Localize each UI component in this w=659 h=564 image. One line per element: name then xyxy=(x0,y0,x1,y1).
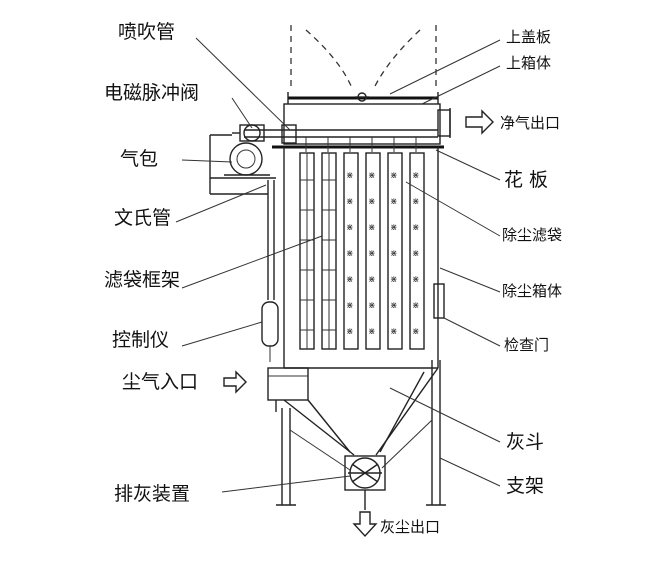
label-clean-outlet: 净气出口 xyxy=(500,114,560,132)
label-support: 支架 xyxy=(506,475,544,497)
label-dust-box: 除尘箱体 xyxy=(502,282,562,300)
label-filter-bag: 除尘滤袋 xyxy=(502,226,562,244)
air-bag-icon xyxy=(210,143,276,178)
inspection-door xyxy=(434,284,444,318)
label-blow-pipe: 喷吹管 xyxy=(118,21,175,43)
dust-inlet-duct xyxy=(268,368,308,412)
label-top-cover: 上盖板 xyxy=(506,28,551,46)
label-tube-sheet: 花 板 xyxy=(504,169,548,191)
label-dust-inlet: 尘气入口 xyxy=(122,371,198,393)
label-bag-frame: 滤袋框架 xyxy=(104,269,180,291)
solenoid-valve-icon xyxy=(232,125,264,141)
label-ash-outlet: 灰尘出口 xyxy=(380,518,440,536)
label-air-bag: 气包 xyxy=(120,148,158,170)
label-controller: 控制仪 xyxy=(112,329,169,351)
bag-frame xyxy=(300,153,336,349)
label-ash-discharge: 排灰装置 xyxy=(114,483,190,505)
labels-left: 喷吹管 电磁脉冲阀 气包 文氏管 滤袋框架 控制仪 尘气入口 排灰装置 xyxy=(104,21,199,505)
clean-outlet-arrow-icon xyxy=(466,111,493,133)
label-venturi: 文氏管 xyxy=(114,207,171,229)
label-solenoid-valve: 电磁脉冲阀 xyxy=(104,82,199,104)
svg-text:⋇⋇⋇⋇⋇⋇⋇ ⋇⋇⋇⋇⋇⋇⋇ ⋇⋇: ⋇⋇⋇⋇⋇⋇⋇ ⋇⋇⋇⋇⋇⋇⋇ ⋇⋇⋇⋇⋇⋇⋇ ⋇⋇⋇⋇⋇⋇⋇ xyxy=(346,171,420,337)
cover-dashes xyxy=(291,25,436,90)
dust-inlet-arrow-icon xyxy=(224,372,246,392)
filter-bags: ⋇⋇⋇⋇⋇⋇⋇ ⋇⋇⋇⋇⋇⋇⋇ ⋇⋇⋇⋇⋇⋇⋇ ⋇⋇⋇⋇⋇⋇⋇ xyxy=(344,153,424,349)
control-piping xyxy=(210,135,274,300)
leader-lines xyxy=(176,38,500,492)
ash-discharge-icon xyxy=(345,456,385,510)
ash-outlet-arrow-icon xyxy=(354,512,376,536)
label-ash-hopper: 灰斗 xyxy=(506,431,544,453)
label-upper-box: 上箱体 xyxy=(506,54,551,72)
controller-icon xyxy=(262,302,278,362)
lifting-hook-icon xyxy=(355,93,369,101)
label-inspection-door: 检查门 xyxy=(504,336,549,354)
support-legs xyxy=(276,360,446,505)
